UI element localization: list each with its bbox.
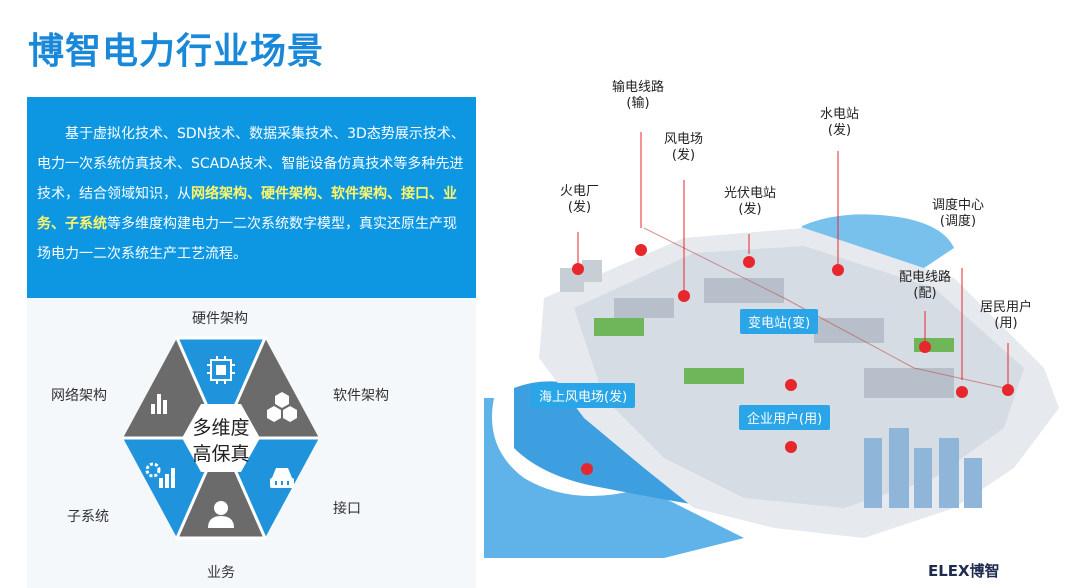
marker-resident: [1002, 384, 1014, 396]
label-network: 网络架构: [51, 388, 107, 404]
callout-wind-title: 风电场: [664, 132, 704, 147]
callout-thermal-sub: (发): [567, 200, 592, 215]
page-title: 博智电力行业场景: [28, 31, 325, 72]
callout-transmission-sub: (输): [626, 96, 650, 111]
label-subsystem: 子系统: [67, 509, 109, 525]
description-box: 基于虚拟化技术、SDN技术、数据采集技术、3D态势展示技术、电力一次系统仿真技术…: [27, 97, 476, 298]
callout-dispatch: 调度中心 (调度): [932, 198, 984, 230]
callout-resident-title: 居民用户: [980, 300, 1033, 315]
marker-dispatch: [956, 386, 968, 398]
callout-solar-sub: (发): [738, 202, 762, 217]
tag-enterprise: 企业用户(用): [739, 405, 831, 430]
callout-wind: 风电场 (发): [664, 132, 703, 164]
callout-hydro: 水电站 (发): [820, 107, 859, 139]
marker-solar: [743, 256, 755, 268]
hex-center-line1: 多维度: [192, 417, 249, 439]
chip-icon: [207, 356, 235, 384]
hex-center: [182, 404, 260, 472]
cubes-icon: [267, 392, 297, 422]
callout-distribution-title: 配电线路: [899, 270, 952, 285]
callout-dispatch-title: 调度中心: [932, 198, 985, 213]
marker-substation: [785, 379, 797, 391]
hexagon-panel: 多维度 高保真 硬件架构 软件架构 接口 业务 子系统 网络架构: [27, 298, 476, 588]
brand-logo: ELEX博智: [928, 562, 1000, 580]
user-icon: [208, 501, 234, 528]
marker-enterprise: [785, 441, 797, 453]
callout-transmission: 输电线路 (输): [612, 80, 664, 112]
description-text: 基于虚拟化技术、SDN技术、数据采集技术、3D态势展示技术、电力一次系统仿真技术…: [37, 119, 467, 269]
callout-distribution: 配电线路 (配): [899, 270, 951, 302]
description-part1: 基于虚拟化技术、SDN技术、数据采集技术、3D态势展示技术、电力一次系统仿真技术…: [37, 126, 465, 202]
tag-substation: 变电站(变): [740, 309, 819, 334]
label-business: 业务: [207, 565, 235, 581]
sea: [484, 398, 744, 558]
tag-offshore: 海上风电场(发): [531, 383, 636, 408]
marker-distribution: [919, 341, 931, 353]
hexagon-diagram: 多维度 高保真: [123, 336, 319, 540]
hex-segment-top: [177, 338, 265, 438]
callout-wind-sub: (发): [671, 148, 696, 163]
callout-hydro-sub: (发): [827, 123, 852, 138]
callout-solar: 光伏电站 (发): [724, 186, 776, 218]
power-scene-illustration: [484, 132, 1059, 558]
callout-thermal: 火电厂 (发): [560, 184, 599, 216]
marker-thermal: [572, 263, 584, 275]
marker-transmission: [635, 244, 647, 256]
hex-center-line2: 高保真: [192, 443, 249, 465]
interface-icon: [270, 468, 294, 488]
callout-distribution-sub: (配): [913, 286, 937, 301]
callout-dispatch-sub: (调度): [939, 214, 977, 229]
hex-segment-bottom: [177, 438, 265, 538]
callout-resident: 居民用户 (用): [980, 300, 1032, 332]
callout-thermal-title: 火电厂: [560, 184, 600, 199]
description-highlight: 网络架构、硬件架构、软件架构、接口、业务、子系统: [37, 186, 457, 232]
bar-chart-icon: [151, 394, 167, 414]
description-part2: 等多维度构建电力一二次系统数字模型，真实还原生产现场电力一二次系统生产工艺流程。: [37, 216, 457, 262]
callout-hydro-title: 水电站: [820, 107, 860, 122]
label-software: 软件架构: [333, 388, 389, 404]
label-hardware: 硬件架构: [192, 311, 248, 327]
callout-transmission-title: 输电线路: [612, 80, 665, 95]
marker-hydro: [832, 264, 844, 276]
label-interface: 接口: [333, 501, 361, 517]
callout-resident-sub: (用): [994, 316, 1018, 331]
settings-bars-icon: [145, 462, 175, 488]
marker-wind: [678, 290, 690, 302]
marker-offshore: [581, 463, 593, 475]
callout-solar-title: 光伏电站: [724, 186, 777, 201]
